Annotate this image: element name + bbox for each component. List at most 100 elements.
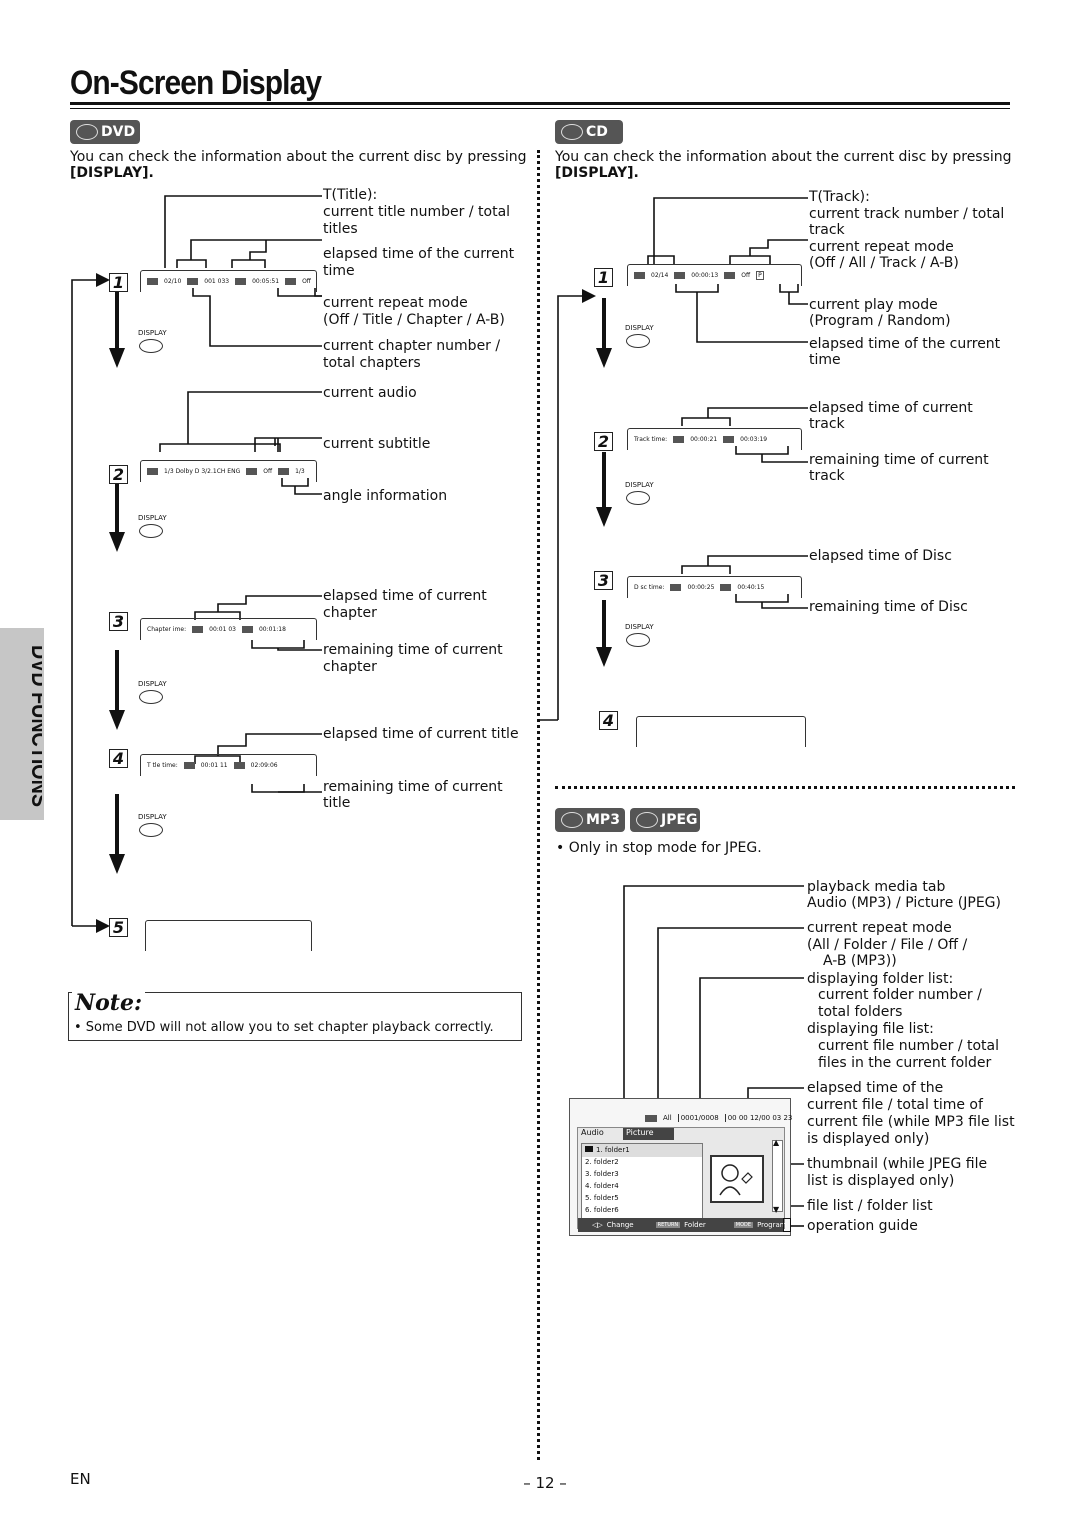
dvd-osd-2: 1/3 Dolby D 3/2.1CH ENG Off 1/3 [140, 460, 317, 482]
cd-label: current track number / total [809, 206, 1005, 222]
list-item[interactable]: 2. folder2 [585, 1158, 619, 1166]
dvd-step-1: 1 [109, 273, 128, 292]
audio-icon [147, 468, 158, 475]
display-caption: DISPLAY [625, 324, 654, 332]
dvd-label: total chapters [323, 355, 421, 371]
side-tab-label: DVD FUNCTIONS [27, 645, 42, 807]
remain-icon [723, 436, 735, 443]
scrollbar[interactable] [772, 1140, 783, 1212]
page-title: On-Screen Display [70, 64, 322, 102]
cd-label: T(Track): [809, 189, 870, 205]
dvd-label: current audio [323, 385, 417, 401]
list-item[interactable]: 4. folder4 [585, 1182, 619, 1190]
cd-label: remaining time of current [809, 452, 989, 468]
dvd-label: time [323, 263, 355, 279]
tab-audio[interactable]: Audio [581, 1128, 604, 1137]
cd-step-1: 1 [594, 268, 613, 287]
list-item[interactable]: 5. folder5 [585, 1194, 619, 1202]
tab-picture[interactable]: Picture [623, 1128, 674, 1140]
dvd-step-2: 2 [109, 465, 128, 484]
dvd-label: angle information [323, 488, 448, 504]
cd-badge: CD [555, 120, 623, 144]
dvd-intro: You can check the information about the … [70, 149, 527, 181]
dvd-osd-5-blank [145, 920, 312, 951]
cd-label: (Off / All / Track / A-B) [809, 255, 959, 271]
remain-icon [233, 762, 245, 769]
thumbnail-image-icon [719, 1164, 753, 1196]
disc-icon [636, 812, 658, 828]
note-text: • Some DVD will not allow you to set cha… [74, 1020, 494, 1035]
cd-label: track [809, 222, 845, 238]
folder-list: 1. folder1 2. folder2 3. folder3 4. fold… [581, 1143, 703, 1220]
repeat-icon [645, 1114, 657, 1122]
title-rule-thin [70, 108, 1010, 109]
dvd-label: remaining time of current [323, 779, 503, 795]
dvd-osd-3: Chapter ime: 00:01 03 00:01:18 [140, 618, 317, 640]
guide-marker [783, 1218, 791, 1232]
mp3-diagram-lines [623, 885, 804, 1227]
dvd-label: current chapter number / [323, 338, 501, 354]
display-button[interactable] [626, 334, 650, 348]
dvd-label: elapsed time of the current [323, 246, 515, 262]
display-button[interactable] [626, 491, 650, 505]
elapsed-icon [183, 762, 195, 769]
cd-diagram-lines [540, 197, 808, 721]
cd-label: time [809, 352, 841, 368]
dvd-label: current subtitle [323, 436, 431, 452]
list-item[interactable]: 6. folder6 [585, 1206, 619, 1214]
mp3-label: (All / Folder / File / Off / [807, 937, 968, 953]
dvd-label: (Off / Title / Chapter / A-B) [323, 312, 505, 328]
display-button[interactable] [139, 690, 163, 704]
dvd-label: remaining time of current [323, 642, 503, 658]
jpeg-note: • Only in stop mode for JPEG. [556, 840, 762, 856]
dvd-step-3: 3 [109, 612, 128, 631]
display-button[interactable] [139, 823, 163, 837]
cd-step-3: 3 [594, 571, 613, 590]
cd-label: elapsed time of the current [809, 336, 1001, 352]
cd-osd-1: 02/14 00:00:13 Off P [627, 264, 802, 286]
display-caption: DISPLAY [625, 481, 654, 489]
thumbnail-frame [710, 1155, 764, 1203]
disc-icon [561, 812, 583, 828]
display-caption: DISPLAY [138, 680, 167, 688]
mp3-label: current file number / total [818, 1038, 999, 1054]
dvd-step-4: 4 [109, 749, 128, 768]
menu-status-bar: All 0001/0008 00 00 12/00 03 23 [645, 1114, 792, 1122]
dvd-label: current repeat mode [323, 295, 468, 311]
dvd-label: titles [323, 221, 358, 237]
scroll-down-icon[interactable]: ▼ [773, 1205, 780, 1214]
disc-icon [76, 124, 98, 140]
chapter-icon [187, 278, 199, 285]
mp3-label: displaying file list: [807, 1021, 934, 1037]
display-caption: DISPLAY [138, 514, 167, 522]
section-divider [555, 786, 1015, 789]
dvd-label: chapter [323, 659, 377, 675]
mp3-label: displaying folder list: [807, 971, 954, 987]
svg-text:DVD FUNCTIONS: DVD FUNCTIONS [27, 645, 42, 807]
mp3-label: list is displayed only) [807, 1173, 955, 1189]
mp3-badge: MP3 [555, 808, 625, 832]
repeat-icon [285, 278, 297, 285]
list-item[interactable]: 3. folder3 [585, 1170, 619, 1178]
cd-label: (Program / Random) [809, 313, 951, 329]
side-tab [0, 628, 44, 820]
display-button[interactable] [139, 339, 163, 353]
mp3-label: thumbnail (while JPEG file [807, 1156, 988, 1172]
elapsed-icon [673, 436, 685, 443]
display-button[interactable] [139, 524, 163, 538]
list-item[interactable]: 1. folder1 [582, 1144, 702, 1157]
dvd-diagram-lines [71, 195, 322, 933]
cd-osd-4-blank [636, 716, 806, 747]
dvd-label: current title number / total [323, 204, 511, 220]
dvd-label: chapter [323, 605, 377, 621]
time-icon [674, 272, 686, 279]
mp3-label: A-B (MP3)) [823, 953, 897, 969]
scroll-up-icon[interactable]: ▲ [773, 1138, 780, 1147]
title-rule [70, 102, 1010, 105]
mp3-label: elapsed time of the [807, 1080, 944, 1096]
dvd-label: T(Title): [323, 187, 378, 203]
track-icon [634, 272, 645, 279]
display-button[interactable] [626, 633, 650, 647]
display-caption: DISPLAY [625, 623, 654, 631]
play-mode-indicator: P [756, 271, 764, 280]
